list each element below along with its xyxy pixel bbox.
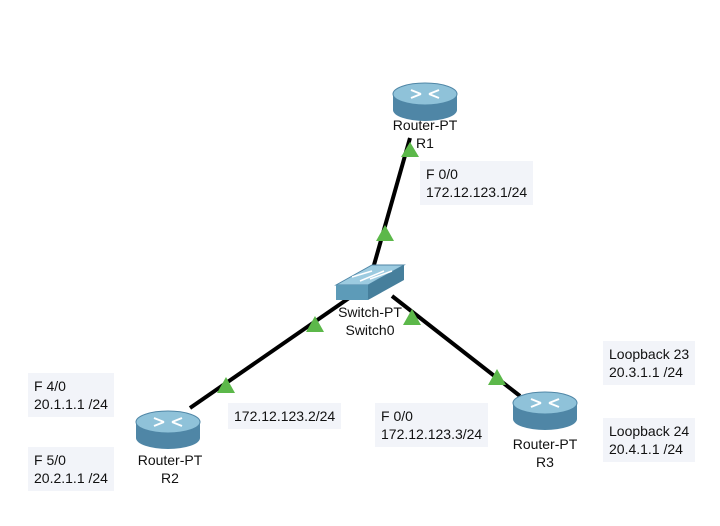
port-up-indicator: [488, 369, 506, 385]
router-icon[interactable]: [392, 82, 458, 121]
note-r2-f50[interactable]: F 5/0 20.2.1.1 /24: [28, 447, 114, 491]
note-line: 172.12.123.2/24: [234, 408, 336, 424]
note-r1-interface[interactable]: F 0/0 172.12.123.1/24: [420, 161, 534, 205]
device-label-r3: Router-PT R3: [505, 435, 585, 471]
note-line: 20.4.1.1 /24: [609, 441, 683, 457]
link-r2-switch[interactable]: [188, 294, 354, 410]
device-name: R1: [416, 135, 434, 151]
note-r3-loopback23[interactable]: Loopback 23 20.3.1.1 /24: [603, 341, 696, 385]
device-label-r1: Router-PT R1: [385, 116, 465, 152]
device-name: R2: [161, 470, 179, 486]
note-line: 172.12.123.1/24: [426, 184, 528, 200]
note-line: 20.3.1.1 /24: [609, 364, 683, 380]
router-icon[interactable]: [512, 391, 578, 430]
note-line: F 4/0: [34, 378, 66, 394]
switch-icon[interactable]: [334, 264, 406, 300]
device-type: Router-PT: [137, 452, 203, 468]
note-r3-loopback24[interactable]: Loopback 24 20.4.1.1 /24: [603, 418, 696, 462]
device-label-r2: Router-PT R2: [130, 451, 210, 487]
port-up-indicator: [306, 316, 324, 332]
note-r3-interface[interactable]: F 0/0 172.12.123.3/24: [375, 403, 489, 447]
note-line: 172.12.123.3/24: [381, 426, 483, 442]
device-name: R3: [536, 454, 554, 470]
note-line: 20.1.1.1 /24: [34, 396, 108, 412]
port-up-indicator: [376, 225, 394, 241]
note-line: Loopback 23: [609, 346, 690, 362]
note-line: F 0/0: [426, 166, 458, 182]
port-up-indicator: [401, 142, 419, 157]
note-r2-switch-ip[interactable]: 172.12.123.2/24: [228, 403, 342, 429]
note-line: F 0/0: [381, 408, 413, 424]
note-r2-f40[interactable]: F 4/0 20.1.1.1 /24: [28, 373, 114, 417]
device-type: Switch-PT: [338, 304, 402, 320]
link-r1-switch[interactable]: [370, 137, 412, 273]
note-line: Loopback 24: [609, 423, 690, 439]
router-icon[interactable]: [135, 410, 201, 449]
device-name: Switch0: [345, 322, 395, 338]
device-label-switch: Switch-PT Switch0: [330, 303, 410, 339]
note-line: F 5/0: [34, 452, 66, 468]
device-type: Router-PT: [512, 436, 578, 452]
note-line: 20.2.1.1 /24: [34, 470, 108, 486]
port-up-indicator: [403, 309, 421, 325]
device-type: Router-PT: [392, 117, 458, 133]
port-up-indicator: [217, 377, 235, 393]
